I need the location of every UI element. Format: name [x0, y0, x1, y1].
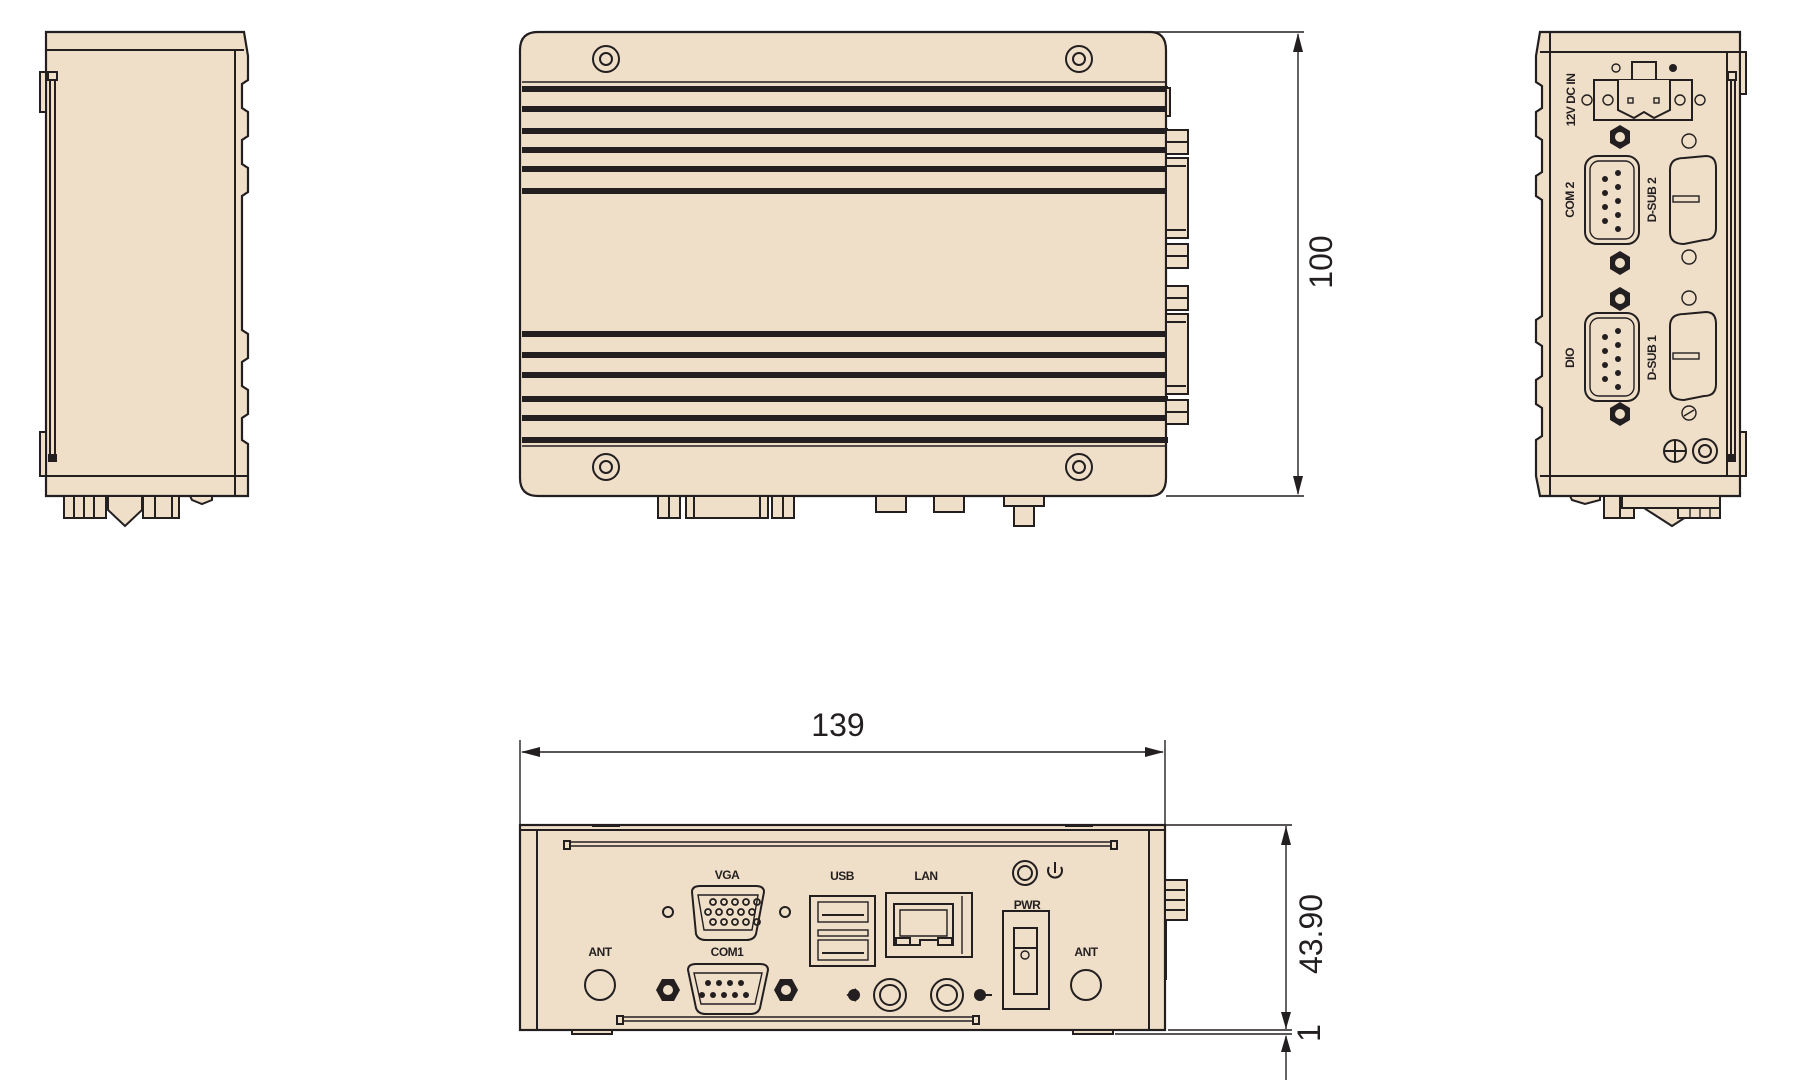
dsub2-knockout: D-SUB 2 [1645, 133, 1717, 265]
dsub1-knockout: D-SUB 1 [1645, 290, 1717, 421]
dimension-height-100: 100 [1293, 33, 1339, 495]
usb-label: USB [830, 869, 855, 883]
dimension-foot-1: 1 [1281, 1024, 1327, 1080]
pwr-label: PWR [1014, 898, 1041, 912]
power-switch[interactable]: PWR [1002, 860, 1063, 1010]
usb-ports: USB [809, 869, 876, 967]
vga-port: VGA [662, 868, 791, 941]
dsub2-label: D-SUB 2 [1645, 177, 1659, 222]
audio-out-icon [846, 988, 860, 1002]
antenna-port-right: ANT [1070, 945, 1102, 1001]
dimension-label: 1 [1291, 1024, 1327, 1042]
vga-label: VGA [715, 868, 740, 882]
com2-label: COM 2 [1563, 181, 1577, 217]
ant-label: ANT [1074, 945, 1098, 959]
screw-icon [592, 45, 1093, 481]
dimension-label: 139 [811, 707, 864, 743]
dsub1-label: D-SUB 1 [1645, 335, 1659, 380]
ground-screw-icon [1663, 438, 1718, 464]
top-view [518, 30, 1304, 527]
dc-in-label: 12V DC IN [1564, 74, 1578, 127]
dc-in-terminal: 12V DC IN [1564, 61, 1706, 127]
power-icon [1047, 862, 1063, 879]
audio-jacks [846, 978, 992, 1012]
mic-in-icon [974, 989, 992, 1001]
dio-label: DIO [1563, 348, 1577, 368]
dimension-label: 100 [1303, 235, 1339, 288]
dimension-label: 43.90 [1293, 894, 1329, 974]
dimension-height-43-90: 43.90 [1281, 826, 1329, 1029]
com2-port: COM 2 [1563, 125, 1640, 275]
lan-label: LAN [914, 869, 937, 883]
front-panel-view: ANT VGA COM1 [518, 823, 1292, 1035]
com1-label: COM1 [711, 945, 744, 959]
antenna-port-left: ANT [584, 945, 616, 1001]
dimension-width-139: 139 [519, 707, 1166, 826]
rear-panel-view: 12V DC IN COM 2 D-SUB 2 [1534, 30, 1747, 528]
ant-label: ANT [588, 945, 612, 959]
left-side-view [39, 30, 250, 528]
com1-port: COM1 [656, 945, 798, 1015]
lan-port: LAN [885, 869, 973, 958]
dio-port: DIO [1563, 287, 1640, 426]
